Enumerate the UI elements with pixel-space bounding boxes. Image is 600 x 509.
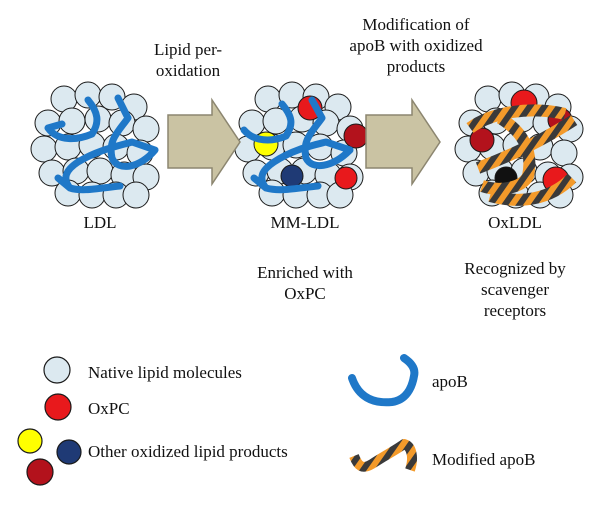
oxldl-note: Recognized by scavenger receptors [440, 258, 590, 321]
apob-strand [44, 94, 159, 194]
apob-strand [240, 96, 354, 194]
legend-native-lipid-icon [43, 356, 71, 384]
legend-oxpc-icon [44, 393, 72, 421]
native-lipid-molecule [122, 181, 150, 209]
ldl-particle [30, 81, 160, 209]
legend-modified-apob-label: Modified apoB [432, 450, 536, 469]
native-lipid-molecule [86, 157, 114, 185]
ldl-label: LDL [83, 213, 117, 232]
step2-line-1: Modification of [362, 15, 470, 34]
step1-line-1: Lipid per- [153, 40, 223, 59]
mm-ldl-particle [234, 81, 369, 209]
step2-line-3: products [386, 57, 446, 76]
oxidized-lipid-molecule [469, 127, 495, 153]
oxldl-note-line-2: scavenger [481, 280, 549, 299]
oxldl-note-line-1: Recognized by [464, 259, 566, 278]
step2-label: Modification of apoB with oxidized produ… [326, 14, 506, 77]
oxldl-particle [454, 81, 584, 209]
step2-line-2: apoB with oxidized [349, 36, 483, 55]
mm-ldl-label: MM-LDL [270, 213, 340, 232]
native-lipid-molecule [132, 115, 160, 143]
mm-ldl-note-line-2: OxPC [284, 284, 326, 303]
native-lipid-molecule [30, 135, 58, 163]
process-arrow-1 [167, 97, 241, 187]
legend-yellow-lipid-icon [17, 428, 43, 454]
step1-line-2: oxidation [155, 61, 221, 80]
legend-apob-icon [348, 354, 419, 407]
legend-native-label: Native lipid molecules [88, 363, 242, 382]
legend-darkred-lipid-icon [26, 458, 54, 486]
oxidized-lipid-molecule [343, 123, 369, 149]
modified-apob-strand [466, 104, 578, 206]
mm-ldl-note: Enriched with OxPC [235, 262, 375, 304]
oxidized-lipid-molecule [280, 164, 304, 188]
oxldl-label: OxLDL [488, 213, 542, 232]
oxpc-molecule [334, 166, 358, 190]
legend-navy-lipid-icon [56, 439, 82, 465]
step1-label: Lipid per- oxidation [128, 39, 248, 81]
process-arrow-2 [365, 97, 441, 187]
mm-ldl-note-line-1: Enriched with [257, 263, 353, 282]
legend-apob-label: apoB [432, 372, 468, 391]
legend-modified-apob-icon [349, 439, 417, 472]
legend-other-oxidized-label: Other oxidized lipid products [88, 442, 288, 461]
native-lipid-molecule [550, 139, 578, 167]
legend-oxpc-label: OxPC [88, 399, 130, 418]
oxldl-note-line-3: receptors [483, 301, 547, 320]
